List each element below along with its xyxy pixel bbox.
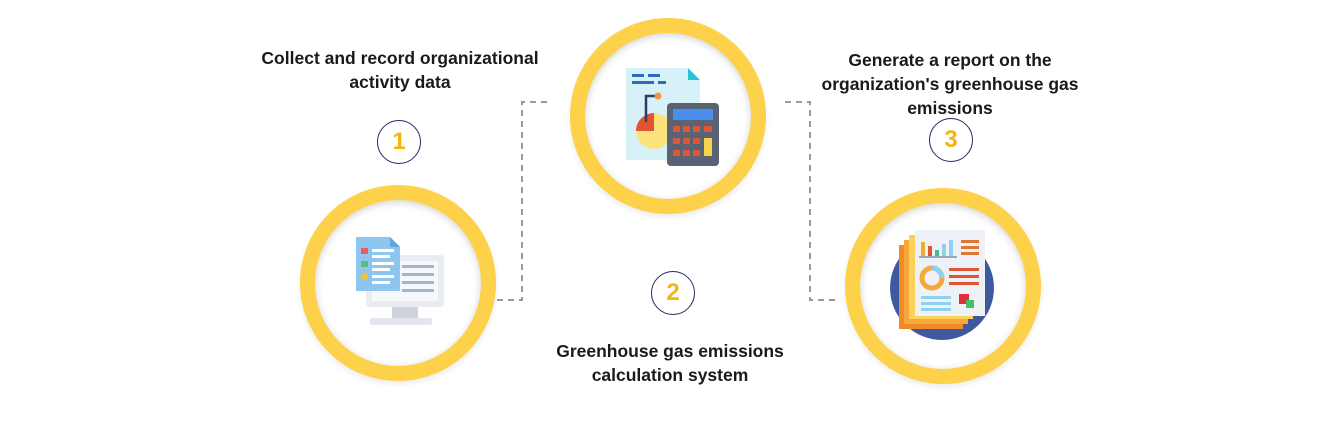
report-documents-icon bbox=[890, 230, 994, 340]
step-2-badge: 2 bbox=[651, 271, 695, 315]
step-2-label: Greenhouse gas emissions calculation sys… bbox=[520, 339, 820, 387]
step-1-label-line-2: activity data bbox=[349, 72, 451, 92]
step-3-label: Generate a report on the organization's … bbox=[790, 48, 1110, 120]
step-3-label-line-3: emissions bbox=[907, 98, 993, 118]
step-2-circle bbox=[570, 18, 766, 214]
connector-1-2 bbox=[497, 101, 548, 301]
step-3-badge: 3 bbox=[929, 118, 973, 162]
step-1-circle bbox=[300, 185, 496, 381]
step-3-label-line-2: organization's greenhouse gas bbox=[821, 74, 1079, 94]
computer-monitor-icon bbox=[356, 237, 444, 325]
step-1-label-line-1: Collect and record organizational bbox=[261, 48, 539, 68]
step-3-label-line-1: Generate a report on the bbox=[848, 50, 1052, 70]
step-2-label-line-2: calculation system bbox=[591, 365, 749, 385]
step-1-label: Collect and record organizational activi… bbox=[230, 46, 570, 94]
step-1-badge: 1 bbox=[377, 120, 421, 164]
step-3-circle bbox=[845, 188, 1041, 384]
calculator-chart-icon bbox=[626, 68, 719, 166]
connector-2-3 bbox=[785, 101, 835, 301]
step-2-label-line-1: Greenhouse gas emissions bbox=[556, 341, 784, 361]
